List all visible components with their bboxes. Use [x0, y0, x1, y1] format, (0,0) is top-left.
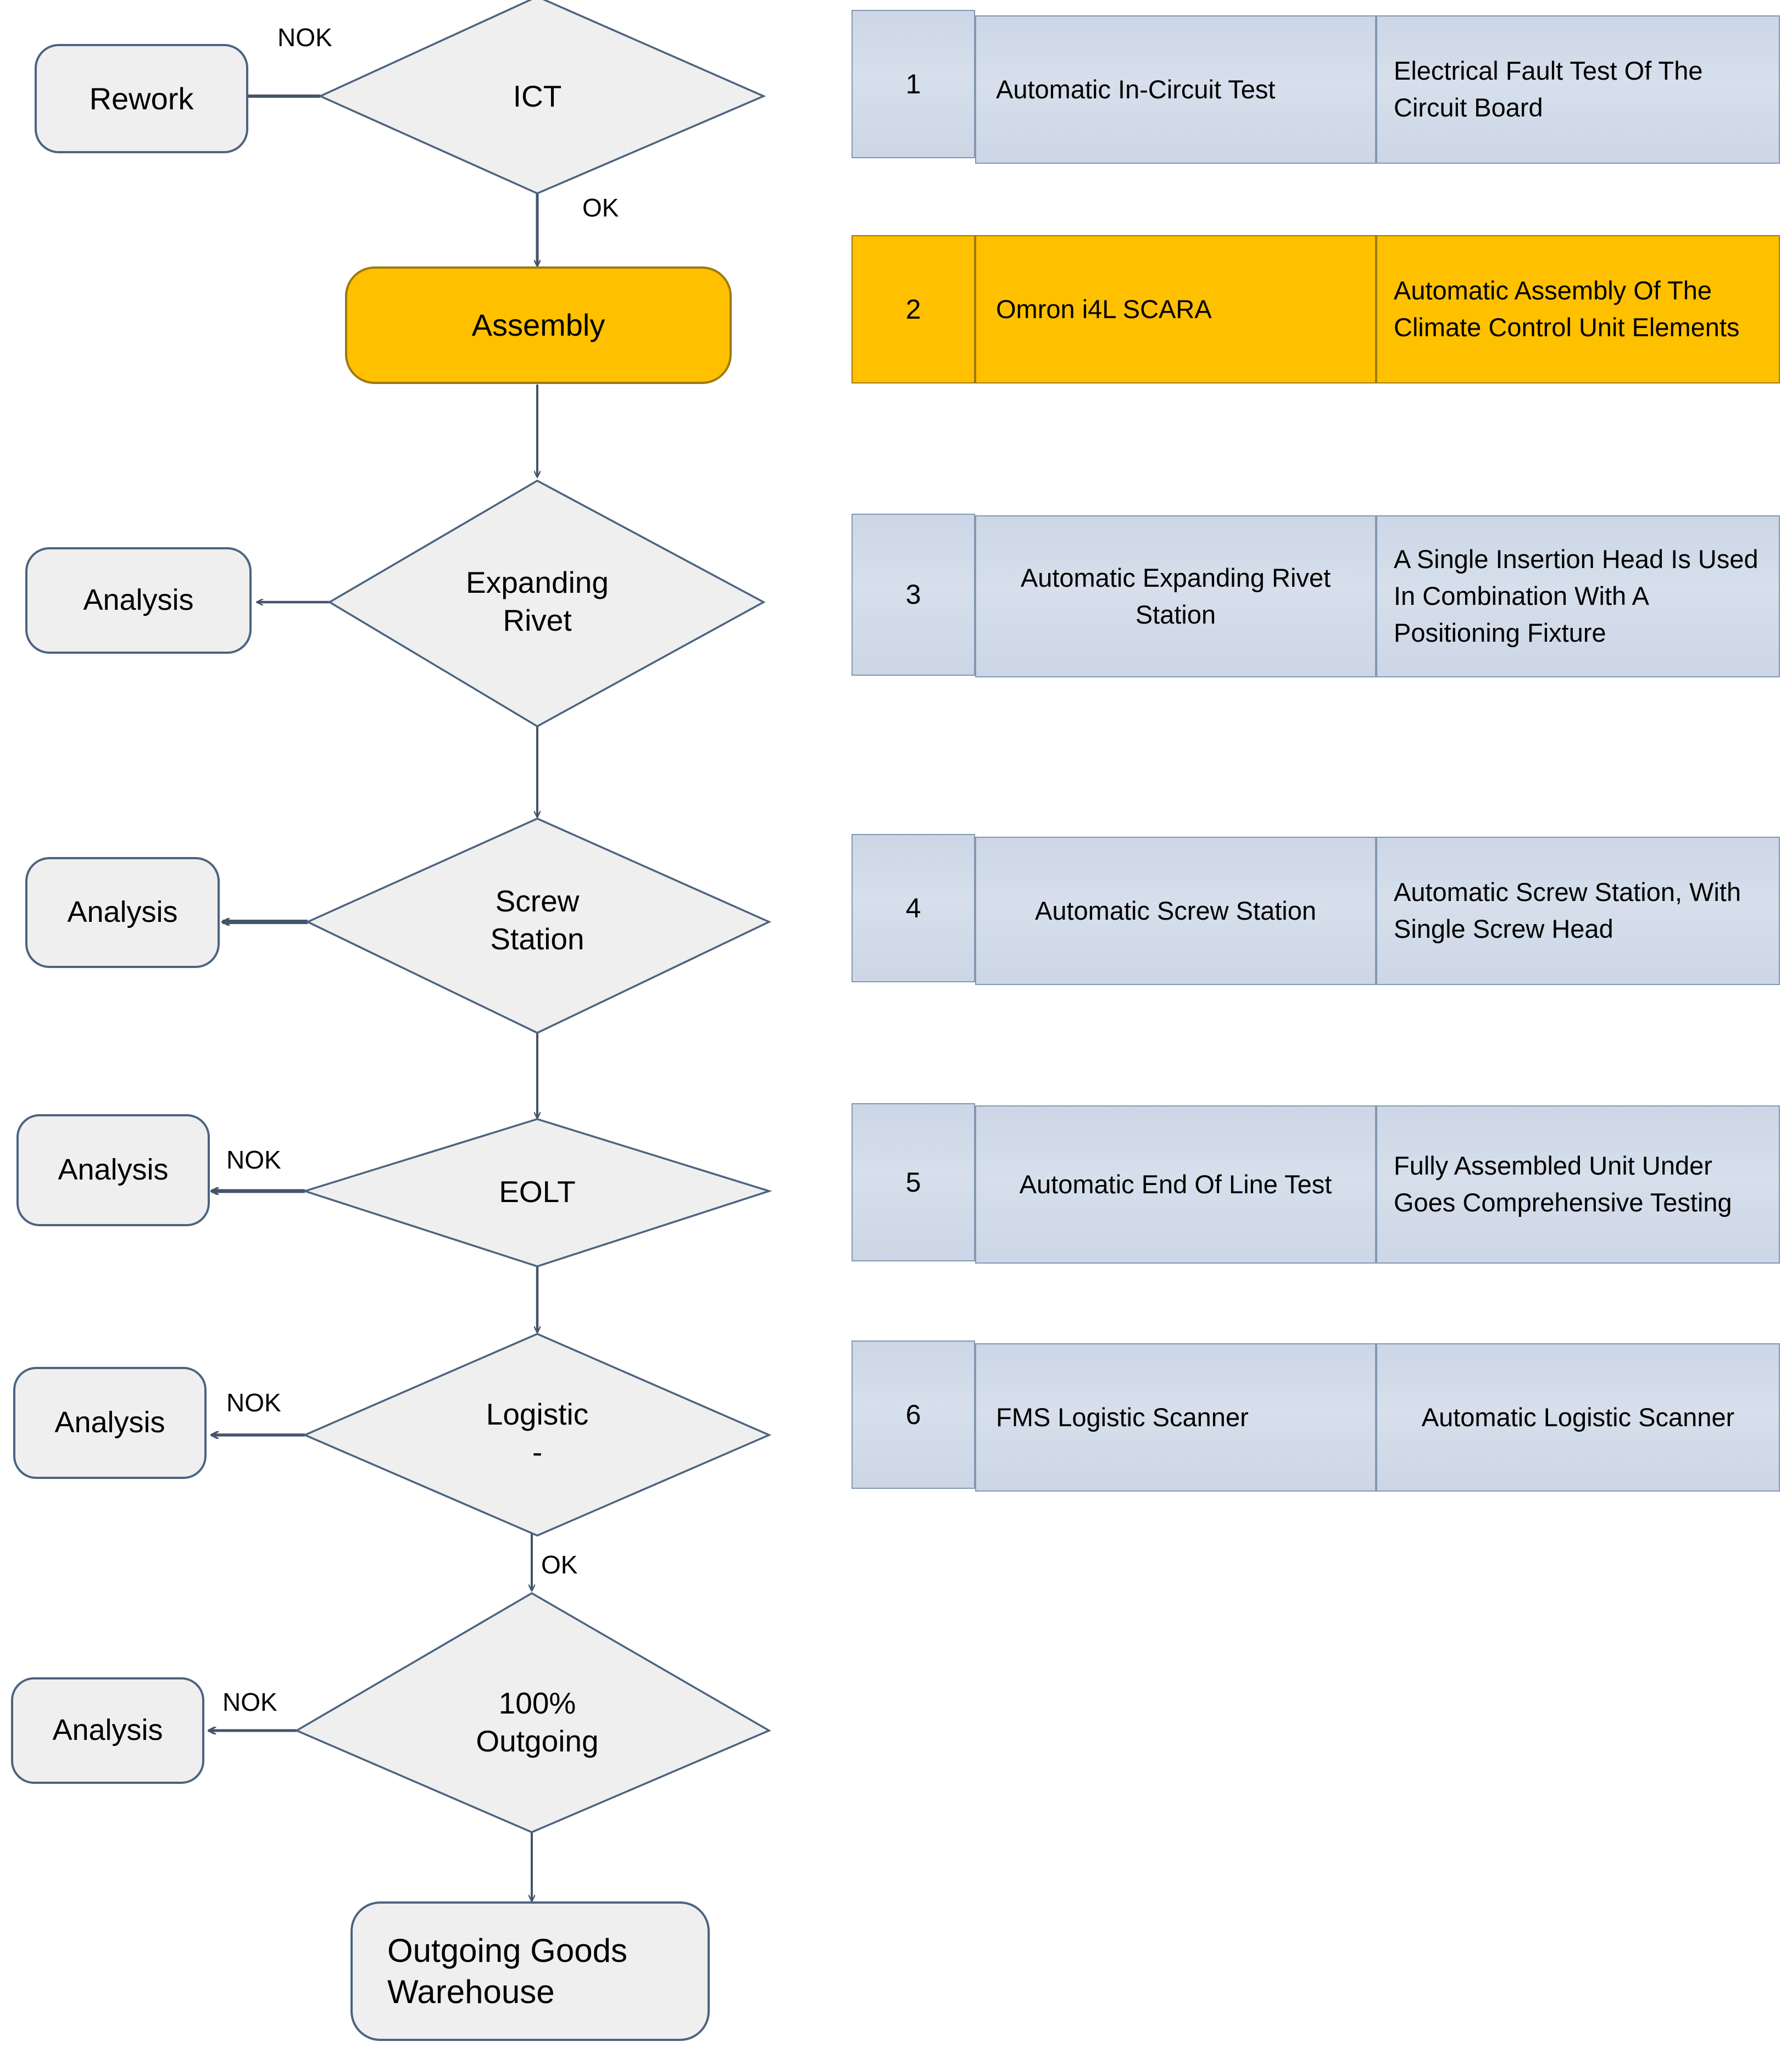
table-cell-description: A Single Insertion Head Is Used In Combi…: [1376, 515, 1780, 677]
table-cell-station: Automatic In-Circuit Test: [975, 15, 1376, 164]
node-analysis-3[interactable]: [16, 1114, 210, 1226]
table-cell-station: Automatic End Of Line Test: [975, 1105, 1376, 1264]
table-cell-description: Electrical Fault Test Of The Circuit Boa…: [1376, 15, 1780, 164]
node-rework[interactable]: [35, 44, 248, 153]
node-analysis-1[interactable]: [25, 547, 252, 654]
table-cell-number: 3: [852, 514, 975, 676]
table-cell-number: 2: [852, 235, 975, 383]
table-cell-station: FMS Logistic Scanner: [975, 1343, 1376, 1492]
edge-label-logistic-ok: OK: [541, 1550, 578, 1579]
edge-label-logistic-nok: NOK: [226, 1388, 281, 1417]
table-cell-description: Automatic Logistic Scanner: [1376, 1343, 1780, 1492]
node-eolt[interactable]: [302, 1118, 772, 1267]
table-cell-station: Omron i4L SCARA: [975, 235, 1376, 383]
table-cell-number: 6: [852, 1341, 975, 1489]
table-cell-number: 5: [852, 1103, 975, 1261]
node-analysis-2[interactable]: [25, 857, 220, 968]
table-cell-description: Fully Assembled Unit Under Goes Comprehe…: [1376, 1105, 1780, 1264]
edge-label-ict-nok: NOK: [277, 23, 332, 52]
table-cell-number: 4: [852, 834, 975, 982]
node-screw-station[interactable]: [305, 817, 772, 1034]
node-100-outgoing[interactable]: [294, 1592, 771, 1833]
node-expanding-rivet[interactable]: [327, 479, 766, 728]
node-ict[interactable]: [318, 0, 766, 194]
flowchart-canvas: [11, 0, 772, 2041]
table-cell-description: Automatic Assembly Of The Climate Contro…: [1376, 235, 1780, 383]
table-cell-station: Automatic Expanding Rivet Station: [975, 515, 1376, 677]
table-cell-number: 1: [852, 10, 975, 158]
edge-label-eolt-nok: NOK: [226, 1145, 281, 1174]
node-analysis-4[interactable]: [13, 1367, 207, 1479]
edge-label-outgoing-nok: NOK: [222, 1688, 277, 1716]
node-analysis-5[interactable]: [11, 1677, 204, 1784]
edge-label-ict-ok: OK: [582, 193, 619, 222]
node-assembly[interactable]: [345, 266, 732, 384]
node-logistic[interactable]: [302, 1333, 772, 1537]
table-cell-station: Automatic Screw Station: [975, 837, 1376, 985]
table-cell-description: Automatic Screw Station, With Single Scr…: [1376, 837, 1780, 985]
node-outgoing-goods-warehouse[interactable]: [350, 1901, 710, 2041]
